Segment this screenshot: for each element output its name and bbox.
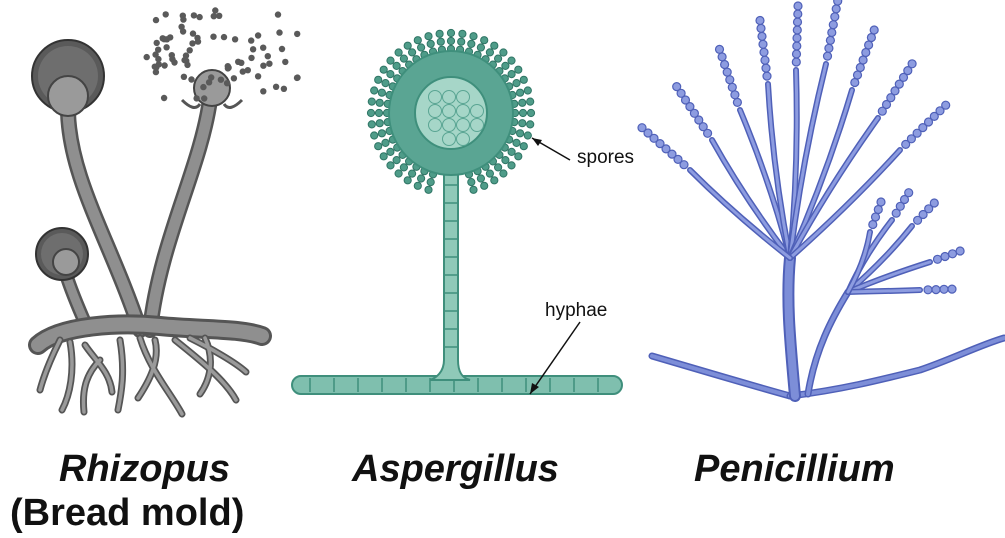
rhizopus-illustration <box>32 7 301 414</box>
penicillium-conidiophore-secondary <box>808 292 848 394</box>
hyphae-label: hyphae <box>545 300 607 322</box>
caption-bread-mold: (Bread mold) <box>10 492 244 535</box>
caption-aspergillus: Aspergillus <box>352 448 559 491</box>
rhizopus-sporangium-large <box>32 40 104 116</box>
rhizopus-sporangium-small <box>36 228 88 280</box>
caption-penicillium: Penicillium <box>694 448 895 491</box>
aspergillus-vesicle <box>415 77 487 149</box>
penicillium-illustration <box>638 0 1004 396</box>
aspergillus-illustration <box>292 29 622 394</box>
spores-label: spores <box>577 147 634 169</box>
caption-rhizopus: Rhizopus <box>59 448 230 491</box>
